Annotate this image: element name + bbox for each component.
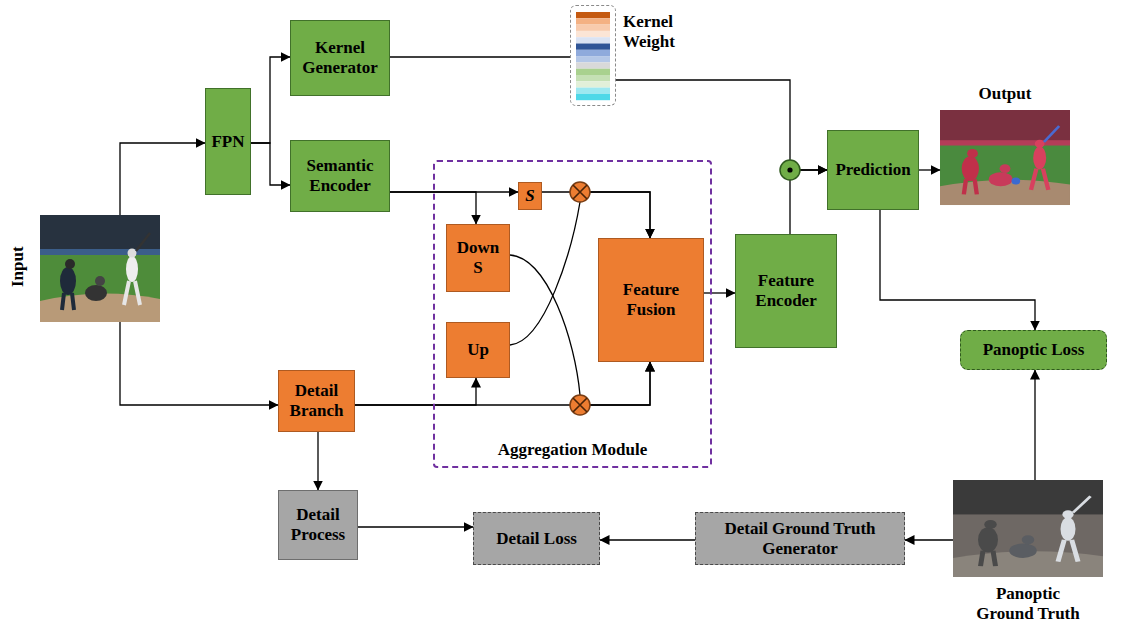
connector-arrow: [880, 210, 1035, 330]
node-label: Prediction: [835, 160, 910, 180]
process-box: Up: [446, 322, 510, 378]
connector-arrow: [251, 57, 290, 143]
node-label: Output: [940, 84, 1070, 104]
process-box: Kernel Generator: [290, 20, 390, 96]
node-label: Semantic Encoder: [295, 156, 385, 195]
panoptic-ground-truth-map: [953, 480, 1103, 577]
connector-arrow: [1034, 370, 1035, 480]
ground-truth-image: Panoptic Ground Truth: [953, 480, 1103, 577]
node-label: Input: [8, 227, 28, 307]
connector-arrow: [704, 292, 735, 293]
process-box: Detail Branch: [278, 370, 355, 432]
output-segmentation: [940, 110, 1070, 205]
node-label: Kernel Generator: [295, 38, 385, 77]
connector-arrow: [251, 143, 290, 185]
dot-product-symbol: [780, 160, 800, 180]
process-box: FPN: [205, 88, 251, 195]
node-label: Up: [467, 340, 489, 360]
kernel-weight-vector: Kernel Weight: [570, 5, 616, 106]
connector-arrow: [600, 539, 695, 540]
node-label: Down S: [453, 238, 503, 277]
connector-arrow: [355, 378, 476, 405]
multiply-symbol: [570, 395, 590, 415]
connector-arrow: [358, 526, 473, 527]
node-label: Aggregation Module: [435, 440, 710, 460]
connector-arrow: [905, 539, 953, 540]
process-box: Prediction: [827, 130, 919, 210]
input-image: Input: [40, 215, 160, 322]
node-label: FPN: [211, 132, 244, 152]
process-box: Semantic Encoder: [290, 140, 390, 212]
node-label: Detail Process: [283, 505, 353, 544]
node-label: Detail Loss: [496, 529, 577, 549]
connector-arrow: [919, 169, 940, 170]
node-label: Detail Branch: [283, 381, 350, 420]
process-box: Detail Ground Truth Generator: [695, 512, 905, 565]
connector-arrow: [616, 80, 827, 170]
output-image: Output: [940, 110, 1070, 205]
node-label: Kernel Weight: [623, 12, 703, 51]
process-box: Feature Encoder: [735, 234, 837, 348]
node-label: Panoptic Loss: [983, 340, 1085, 360]
module-region: Aggregation Module S Down S Up Feature Fusio…: [433, 160, 712, 468]
node-label: Feature Encoder: [740, 271, 832, 310]
input-photo: [40, 215, 160, 322]
connector-arrow: [120, 322, 278, 405]
connector-arrow: [317, 432, 318, 490]
connector-arrow: [390, 56, 570, 57]
connector-arrow: [120, 143, 205, 215]
node-label: Panoptic Ground Truth: [973, 584, 1083, 623]
kernel-weight-bar: [576, 12, 610, 100]
process-box: S: [518, 182, 542, 210]
connector-arrow: [542, 192, 650, 238]
node-label: Detail Ground Truth Generator: [705, 519, 895, 558]
connector-arrow: [790, 170, 827, 234]
loss-box: Panoptic Loss: [960, 330, 1107, 370]
process-box: Detail Process: [278, 490, 358, 560]
node-label: S: [525, 186, 534, 206]
multiply-symbol: [570, 182, 590, 202]
process-box: Down S: [446, 224, 510, 292]
process-box: Feature Fusion: [598, 238, 704, 362]
node-label: Feature Fusion: [603, 280, 699, 319]
loss-box: Detail Loss: [473, 512, 600, 565]
